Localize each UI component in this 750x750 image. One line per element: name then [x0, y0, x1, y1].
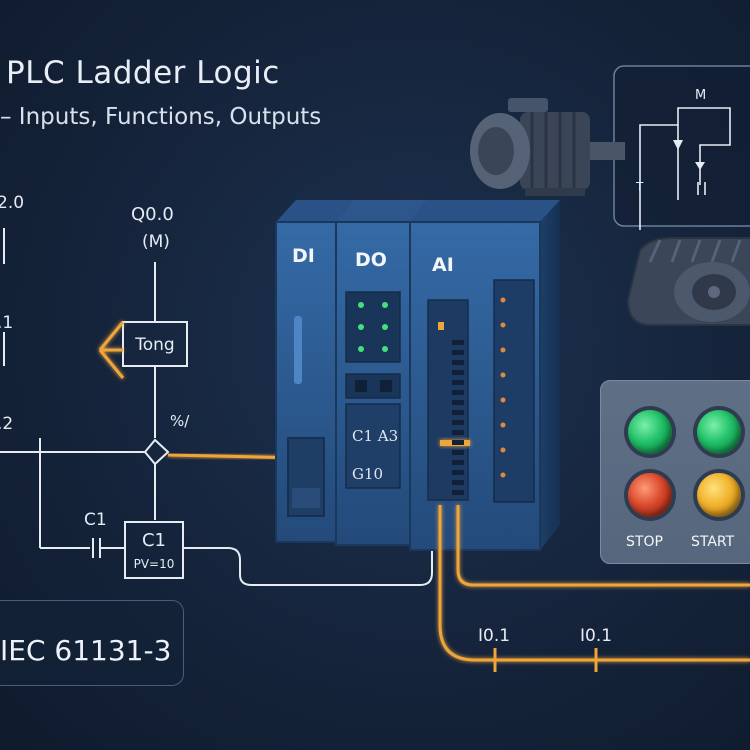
ai-slot	[452, 340, 464, 345]
ai-slot	[452, 380, 464, 385]
motor-schematic	[613, 65, 750, 230]
motor-terminal-box	[508, 98, 548, 112]
schematic-wire-left	[639, 124, 679, 230]
ai-terminal-slots	[452, 340, 464, 495]
bottom-rung-wire-a	[438, 505, 750, 662]
motor-endcap-inner	[478, 127, 514, 175]
junction-node	[143, 438, 170, 466]
plc-module-di-label: DI	[292, 245, 315, 267]
ai-terminal-screws	[500, 297, 506, 478]
conveyor-axle	[708, 286, 720, 298]
plc-ai-top	[410, 200, 560, 222]
ai-slot	[452, 420, 464, 425]
ai-screw	[500, 347, 506, 353]
timer-label: Tong	[135, 335, 175, 355]
counter-name: C1	[141, 530, 167, 551]
plc-di-top	[276, 200, 352, 222]
do-switch-b	[380, 380, 392, 392]
standard-badge	[0, 600, 184, 686]
do-label-plate	[345, 403, 401, 489]
stop-button-label: STOP	[626, 534, 663, 550]
schematic-wire-right	[677, 107, 731, 185]
ai-status-led	[438, 322, 444, 330]
start-button[interactable]	[697, 473, 741, 517]
ai-slot	[452, 450, 464, 455]
plc-module-ai-label: AI	[432, 254, 454, 276]
branch-label: %/	[170, 412, 190, 430]
ai-slot	[452, 470, 464, 475]
rung-1-label: 2.0	[0, 193, 25, 213]
conveyor-icon	[626, 237, 750, 326]
motor-shaft	[585, 142, 625, 160]
standard-badge-text: IEC 61131-3	[0, 634, 172, 667]
plc-rack	[275, 200, 560, 551]
ai-screw	[500, 297, 506, 303]
ai-screw	[500, 472, 506, 478]
ai-slot	[452, 490, 464, 495]
ai-slot	[452, 440, 464, 445]
motor-fins	[530, 112, 576, 190]
schematic-arrow-down	[695, 162, 705, 170]
ladder-diagram	[0, 228, 433, 586]
page-subtitle: – Inputs, Functions, Outputs	[0, 104, 322, 130]
motor-icon	[470, 98, 625, 196]
ai-slot	[452, 410, 464, 415]
di-status-bar	[294, 316, 302, 384]
output-coil-label: Q0.0	[131, 204, 174, 225]
timer-fork	[98, 321, 125, 379]
ai-slot	[452, 360, 464, 365]
stop-button[interactable]	[628, 473, 672, 517]
bottom-contact-2-label: I0.1	[580, 626, 613, 646]
do-text-1: C1 A3	[352, 427, 399, 445]
ai-slot	[452, 390, 464, 395]
ai-slot	[452, 480, 464, 485]
control-panel: STOP START	[600, 380, 750, 564]
plc-module-do-label: DO	[355, 249, 387, 271]
ai-side-rail	[493, 279, 535, 503]
start-button-label: START	[691, 534, 735, 550]
do-text-2: G10	[352, 465, 384, 483]
do-status-leds	[358, 302, 388, 352]
di-terminal-slot	[292, 488, 320, 508]
bottom-rung-wire-c	[456, 505, 750, 587]
ai-slot	[452, 350, 464, 355]
rung-3-label: .2	[0, 414, 14, 434]
ai-slot	[452, 430, 464, 435]
ai-slot	[452, 400, 464, 405]
ai-screw	[500, 322, 506, 328]
plc-do-top	[336, 200, 428, 222]
bottom-contact-1-label: I0.1	[478, 626, 511, 646]
schematic-arrow-up	[673, 140, 683, 150]
do-switch-a	[355, 380, 367, 392]
contact-c1-label: C1	[84, 510, 107, 530]
green-pushbutton-1[interactable]	[628, 410, 672, 454]
ai-screw	[500, 447, 506, 453]
schematic-motor-label: M	[695, 88, 707, 103]
rung-2-label: .1	[0, 313, 14, 333]
ai-slot	[452, 460, 464, 465]
plc-side	[540, 200, 560, 550]
motor-base	[525, 188, 585, 196]
ai-screw	[500, 422, 506, 428]
do-led-panel	[345, 291, 401, 363]
ai-slot	[452, 370, 464, 375]
conveyor-ribs	[648, 239, 742, 263]
schematic-ground-label: T	[636, 180, 644, 194]
counter-output-wire	[183, 500, 433, 586]
green-pushbutton-2[interactable]	[697, 410, 741, 454]
bottom-rung	[438, 505, 750, 672]
counter-box	[124, 521, 184, 579]
schematic-frame	[613, 65, 750, 227]
output-coil-sub: (M)	[142, 232, 170, 252]
counter-preset: PV=10	[133, 557, 175, 571]
page-title: PLC Ladder Logic	[6, 55, 280, 91]
ai-screw	[500, 372, 506, 378]
ai-screw	[500, 397, 506, 403]
